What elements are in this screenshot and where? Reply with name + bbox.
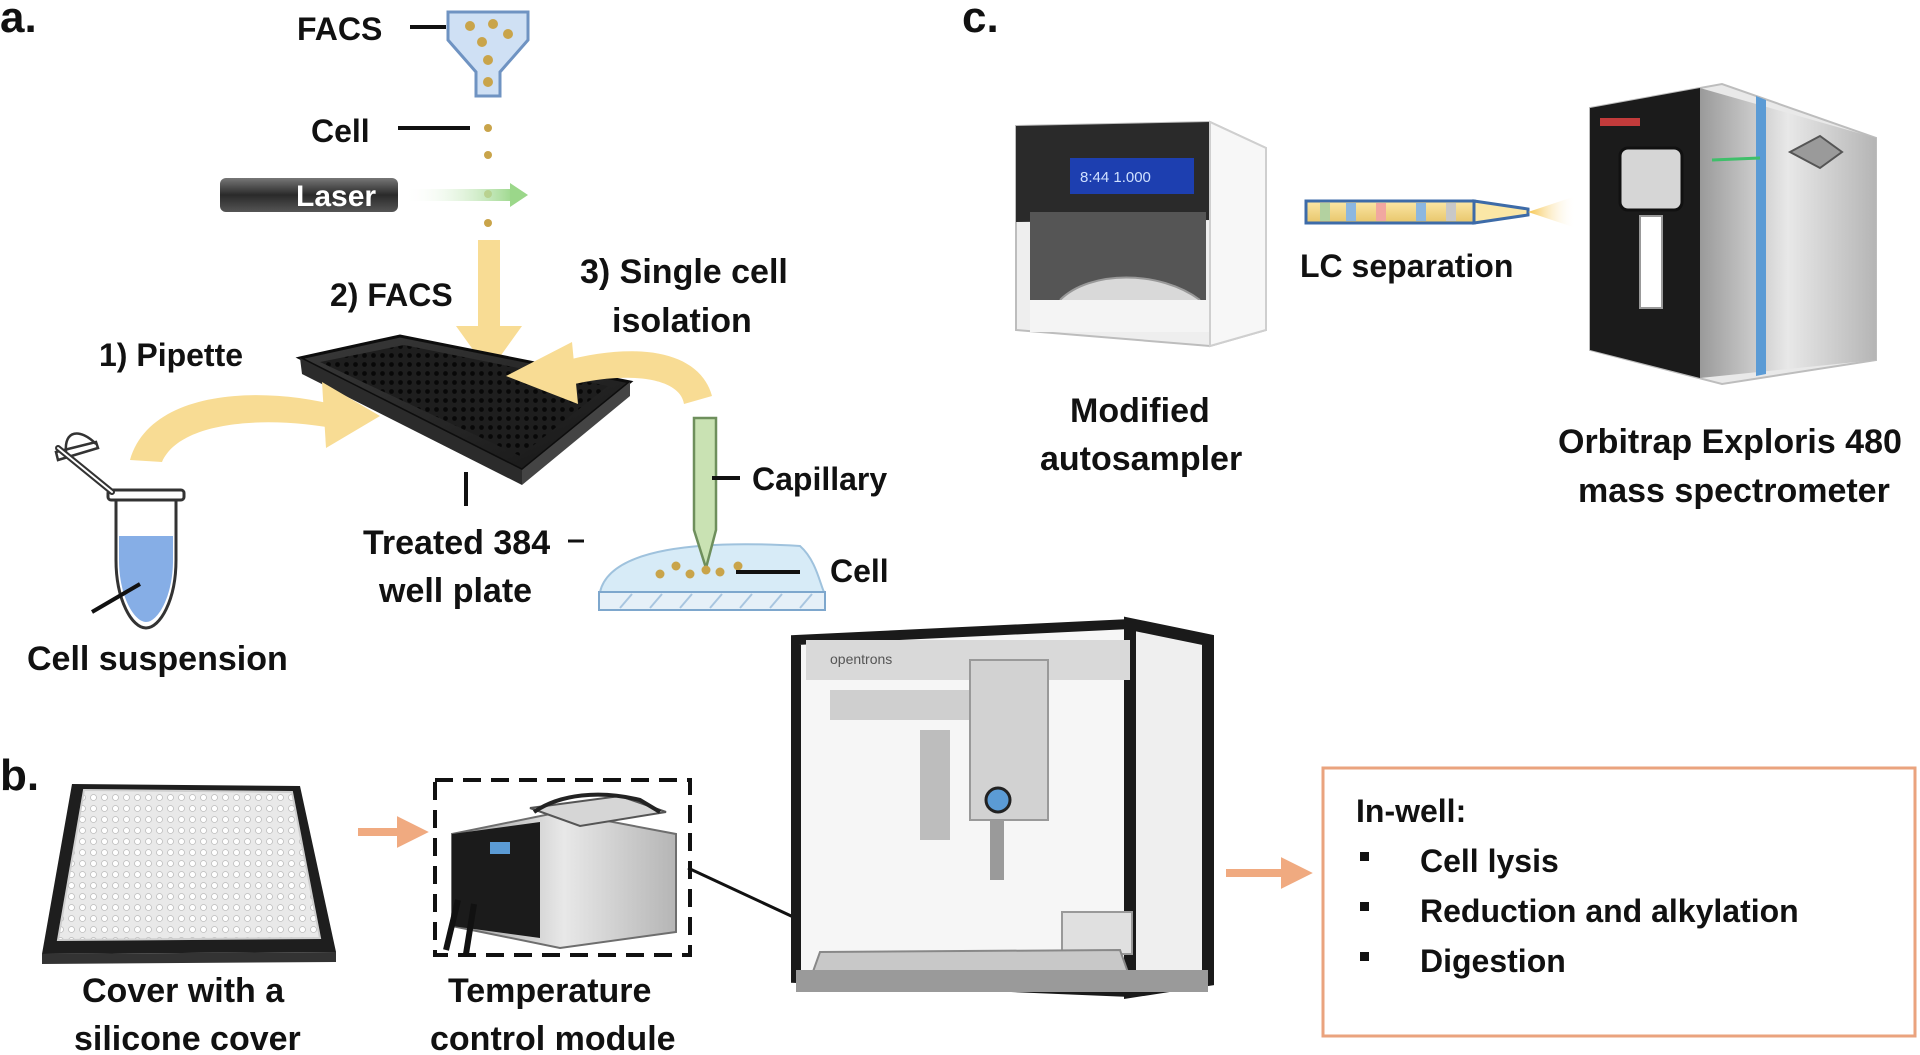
in-well-steps-box: In-well: Cell lysis Reduction and alkyla… (1321, 766, 1917, 1038)
silicone-covered-plate (42, 784, 336, 964)
cell-label-bottom: Cell (830, 553, 889, 589)
panel-a: a. FACS Cell Laser (0, 0, 889, 678)
facs-flow-arrow (456, 240, 522, 372)
lc-column (1304, 196, 1576, 228)
cover-label-line1: Cover with a (82, 972, 285, 1010)
orbitrap-mass-spectrometer (1589, 82, 1877, 386)
temp-module-label-line1: Temperature (448, 972, 651, 1010)
pipette-flow-arrow (130, 382, 380, 462)
ms-label-line2: mass spectrometer (1578, 472, 1890, 510)
modified-autosampler: 8:44 1.000 (1015, 120, 1267, 348)
laser-source: Laser (220, 178, 528, 213)
temperature-control-module (433, 778, 692, 957)
in-well-item-3: Digestion (1420, 943, 1566, 979)
lc-separation-label: LC separation (1300, 248, 1513, 284)
plate-label-line2: well plate (378, 572, 532, 610)
panel-a-letter: a. (0, 0, 37, 42)
capillary-label: Capillary (752, 461, 887, 497)
panel-b: b. Cover with a silicone cover Temperatu… (0, 616, 1917, 1055)
step-2-label: 2) FACS (330, 277, 453, 313)
robot-brand: opentrons (830, 651, 892, 667)
step-3-label-line2: isolation (612, 302, 752, 340)
facs-nozzle (446, 10, 530, 98)
cover-label-line2: silicone cover (74, 1020, 301, 1055)
in-well-item-1: Cell lysis (1420, 843, 1559, 879)
in-well-title: In-well: (1356, 793, 1466, 829)
autosampler-display: 8:44 1.000 (1080, 169, 1151, 186)
panel-b-letter: b. (0, 751, 39, 800)
temp-module-label-line2: control module (430, 1020, 676, 1055)
autosampler-label-line2: autosampler (1040, 440, 1242, 478)
autosampler-label-line1: Modified (1070, 392, 1210, 430)
plate-label-line1: Treated 384 (363, 524, 550, 562)
facs-label: FACS (297, 11, 382, 47)
cell-label-top: Cell (311, 113, 370, 149)
panel-c-letter: c. (962, 0, 999, 42)
panel-c: c. 8:44 1.000 Modified autosampler LC se… (962, 0, 1902, 510)
cell-suspension-label: Cell suspension (27, 640, 288, 678)
opentrons-robot: opentrons (791, 616, 1214, 999)
cell-suspension-tube (54, 432, 186, 630)
laser-label: Laser (296, 180, 376, 213)
capillary-droplet (598, 416, 826, 611)
in-well-item-2: Reduction and alkylation (1420, 893, 1799, 929)
step-3-label-line1: 3) Single cell (580, 253, 788, 291)
step-1-label: 1) Pipette (99, 337, 243, 373)
falling-cells (484, 124, 492, 227)
ms-label-line1: Orbitrap Exploris 480 (1558, 423, 1902, 461)
isolation-flow-arrow (506, 342, 712, 404)
